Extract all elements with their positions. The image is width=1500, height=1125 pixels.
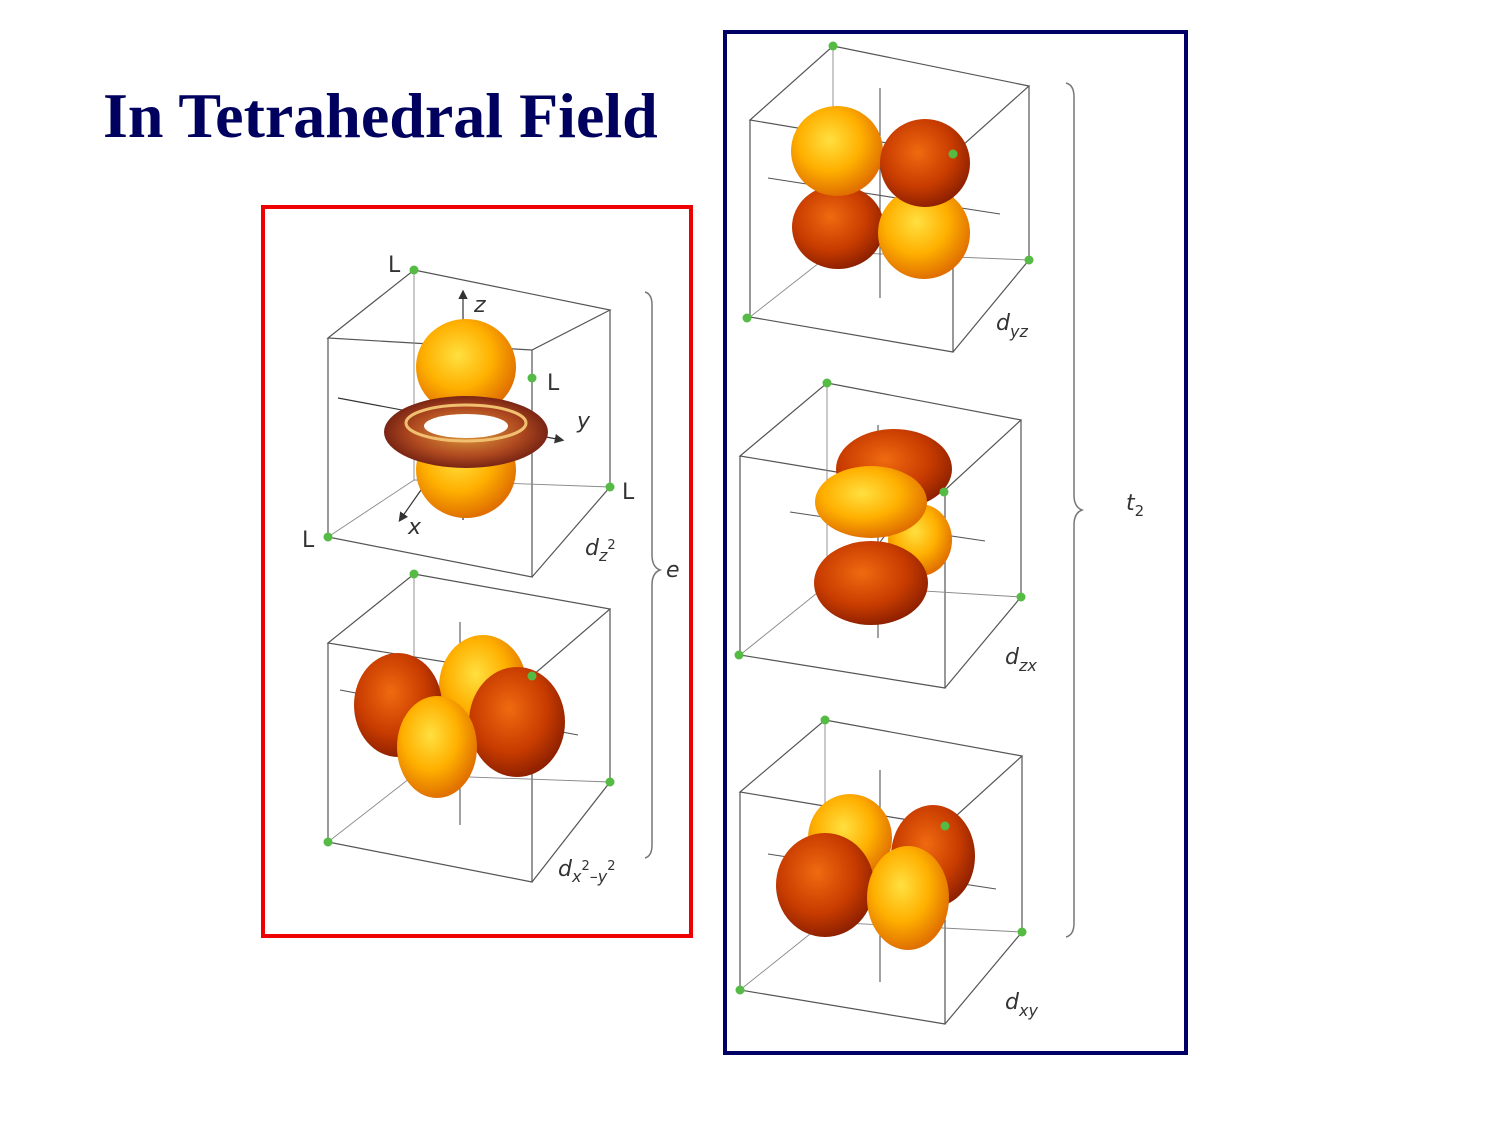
- dyz-orbital-figure: dyz: [742, 41, 1034, 353]
- axes: [767, 88, 1001, 298]
- axis-y-label: y: [576, 409, 591, 434]
- orbital-label-dxy: dxy: [1005, 990, 1038, 1020]
- dxy-orbital-figure: dxy: [735, 715, 1038, 1025]
- lobe: [791, 106, 883, 196]
- ligand-dot: [527, 373, 537, 383]
- axis-z-label: z: [473, 293, 486, 318]
- orbital-label-dyz: dyz: [996, 311, 1028, 341]
- ligand-dot: [820, 715, 830, 725]
- lobe: [815, 466, 927, 538]
- cube-frame: [748, 45, 1031, 353]
- t2-brace: t2: [1065, 82, 1144, 938]
- ligand-dot: [527, 671, 537, 681]
- ligand-dot: [734, 650, 744, 660]
- lobe: [776, 833, 874, 937]
- ligand-dot: [323, 532, 333, 542]
- ligand-label: L: [622, 480, 635, 505]
- t2-label: t2: [1126, 491, 1144, 520]
- e-group-box: [261, 205, 693, 938]
- ligand-dot: [735, 985, 745, 995]
- ligand-dot: [742, 313, 752, 323]
- ligand-dot: [409, 569, 419, 579]
- orbital-label-dzx: dzx: [1005, 645, 1037, 675]
- axis-x-label: x: [407, 515, 422, 540]
- orbital-label-dx2-y2: dx2–y2: [558, 857, 615, 886]
- ligand-dot: [605, 777, 615, 787]
- ligand-dot: [323, 837, 333, 847]
- ligand-dot: [828, 41, 838, 51]
- ligand-dot: [1017, 927, 1027, 937]
- ligand-dot: [948, 149, 958, 159]
- dz2-orbital-figure: z y x L L L L dz2: [302, 253, 635, 578]
- lobe: [867, 846, 949, 950]
- lobe: [880, 119, 970, 207]
- e-brace: e: [644, 291, 680, 859]
- lobe-front: [397, 696, 477, 798]
- lobe: [814, 541, 928, 625]
- lobe: [792, 185, 884, 269]
- orbital-label-dz2: dz2: [585, 536, 616, 565]
- ligand-label: L: [388, 253, 401, 278]
- lobe-top: [416, 319, 516, 415]
- lobe-right: [469, 667, 565, 777]
- t2-group-box: [723, 30, 1188, 1055]
- ligand-dot: [1024, 255, 1034, 265]
- ligand-label: L: [547, 371, 560, 396]
- ligand-dot: [1016, 592, 1026, 602]
- ligand-label: L: [302, 528, 315, 553]
- ligand-dot: [409, 265, 419, 275]
- ligand-dot: [940, 821, 950, 831]
- dx2-y2-orbital-figure: dx2–y2: [323, 569, 615, 886]
- lobe: [878, 187, 970, 279]
- page-title: In Tetrahedral Field: [103, 80, 658, 151]
- e-label: e: [666, 558, 680, 583]
- torus: [384, 396, 548, 468]
- ligand-dot: [605, 482, 615, 492]
- ligand-dot: [939, 487, 949, 497]
- dzx-orbital-figure: dzx: [734, 378, 1037, 689]
- ligand-dot: [822, 378, 832, 388]
